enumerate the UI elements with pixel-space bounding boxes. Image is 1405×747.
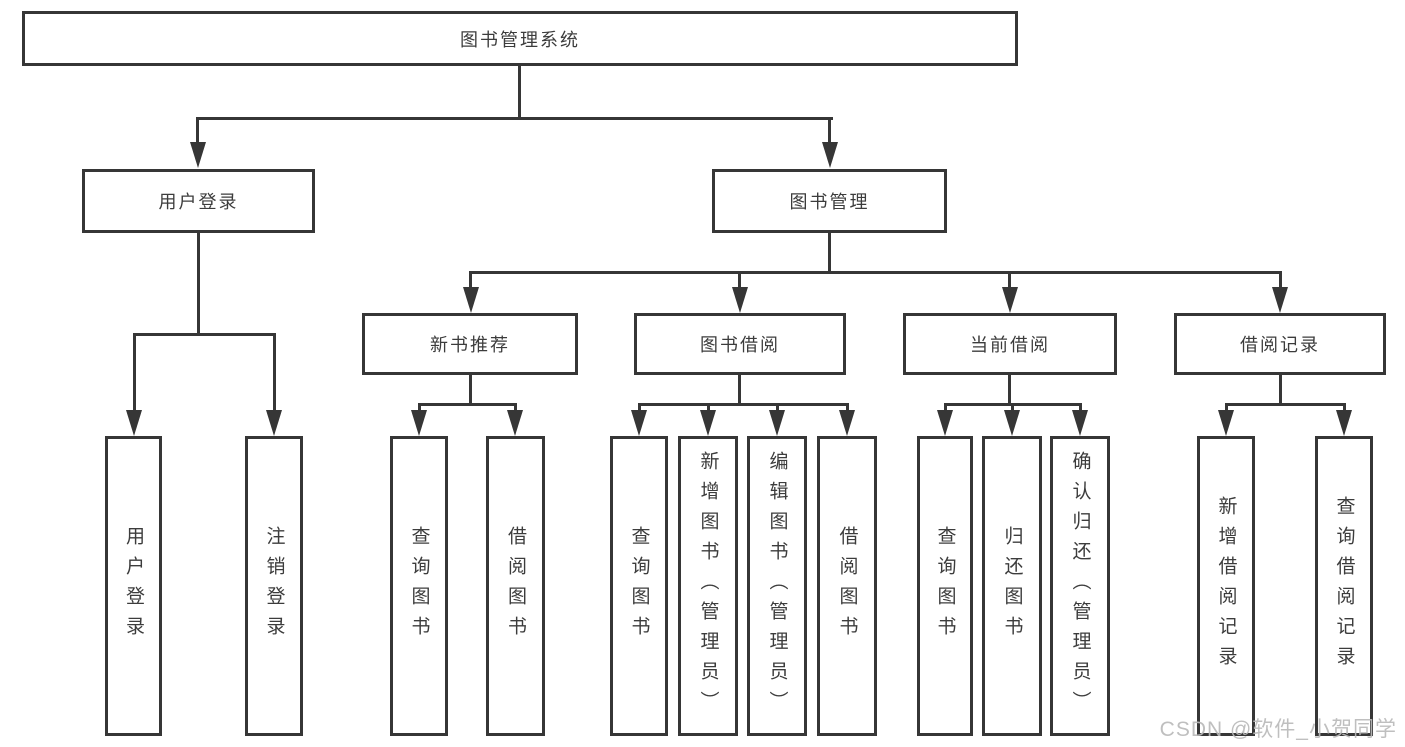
node-label: 注销登录 [263,526,285,646]
leaf-add-book-admin: 新增图书（管理员） [678,436,738,736]
connector-line [1225,403,1346,406]
arrow-down-icon [411,410,427,436]
arrow-down-icon [822,142,838,168]
node-label: 新增借阅记录 [1215,496,1237,676]
node-label: 借阅图书 [505,526,526,646]
connector-line [469,375,472,406]
connector-line [514,403,517,413]
node-label: 借阅记录 [1240,335,1320,355]
arrow-down-icon [1218,410,1234,436]
node-borrowing-records: 借阅记录 [1174,313,1386,375]
leaf-query-books-current: 查询图书 [917,436,973,736]
arrow-down-icon [1272,287,1288,313]
connector-line [418,403,421,413]
connector-line [1225,403,1228,413]
node-label: 查询借阅记录 [1333,496,1355,676]
arrow-down-icon [126,410,142,436]
connector-line [1279,375,1282,406]
leaf-query-books-recommend: 查询图书 [390,436,448,736]
connector-line [828,233,831,274]
connector-line [133,333,136,411]
leaf-borrow-books-recommend: 借阅图书 [486,436,545,736]
node-label: 归还图书 [1001,526,1023,646]
connector-line [1008,375,1011,406]
node-label: 用户登录 [123,526,144,646]
connector-line [738,271,741,293]
arrow-down-icon [266,410,282,436]
arrow-down-icon [1336,410,1352,436]
leaf-query-borrow-record: 查询借阅记录 [1315,436,1373,736]
connector-line [1008,271,1011,293]
connector-line [1279,271,1282,293]
connector-line [197,233,200,335]
node-label: 查询图书 [408,526,430,646]
leaf-edit-book-admin: 编辑图书（管理员） [747,436,807,736]
connector-line [418,403,517,406]
leaf-return-books: 归还图书 [982,436,1042,736]
arrow-down-icon [463,287,479,313]
node-new-book-recommendation: 新书推荐 [362,313,578,375]
node-label: 新增图书（管理员） [697,451,719,721]
node-label: 图书管理 [789,192,870,212]
connector-line [196,117,199,145]
node-label: 编辑图书（管理员） [766,451,788,721]
node-label: 新书推荐 [430,335,510,355]
arrow-down-icon [1004,410,1020,436]
leaf-confirm-return-admin: 确认归还（管理员） [1050,436,1110,736]
arrow-down-icon [937,410,953,436]
leaf-user-login: 用户登录 [105,436,162,736]
connector-line [1011,403,1014,413]
node-user-login: 用户登录 [82,169,315,233]
arrow-down-icon [700,410,716,436]
leaf-borrow-books-borrow: 借阅图书 [817,436,877,736]
node-book-management: 图书管理 [712,169,947,233]
arrow-down-icon [1002,287,1018,313]
node-label: 借阅图书 [836,526,858,646]
connector-line [707,403,710,413]
connector-line [469,271,1282,274]
connector-line [518,66,521,119]
connector-line [1079,403,1082,413]
connector-line [273,333,276,411]
arrow-down-icon [839,410,855,436]
connector-line [196,117,833,120]
connector-line [638,403,849,406]
connector-line [776,403,779,413]
node-label: 当前借阅 [970,335,1050,355]
arrow-down-icon [1072,410,1088,436]
connector-line [638,403,641,413]
node-label: 确认归还（管理员） [1069,451,1091,721]
arrow-down-icon [507,410,523,436]
node-label: 查询图书 [934,526,956,646]
arrow-down-icon [769,410,785,436]
connector-line [828,117,831,145]
node-current-borrowing: 当前借阅 [903,313,1117,375]
arrow-down-icon [190,142,206,168]
node-label: 查询图书 [628,526,650,646]
node-book-borrowing: 图书借阅 [634,313,846,375]
node-label: 图书管理系统 [460,29,580,50]
leaf-logout-login: 注销登录 [245,436,303,736]
connector-line [944,403,947,413]
node-label: 用户登录 [158,192,239,212]
arrow-down-icon [631,410,647,436]
connector-line [133,333,276,336]
connector-line [846,403,849,413]
connector-line [738,375,741,406]
node-library-management-system: 图书管理系统 [22,11,1018,66]
leaf-query-books-borrow: 查询图书 [610,436,668,736]
csdn-watermark: CSDN @软件_小贺同学 [1159,718,1397,741]
connector-line [469,271,472,293]
leaf-add-borrow-record: 新增借阅记录 [1197,436,1255,736]
connector-line [1343,403,1346,413]
arrow-down-icon [732,287,748,313]
node-label: 图书借阅 [700,335,780,355]
